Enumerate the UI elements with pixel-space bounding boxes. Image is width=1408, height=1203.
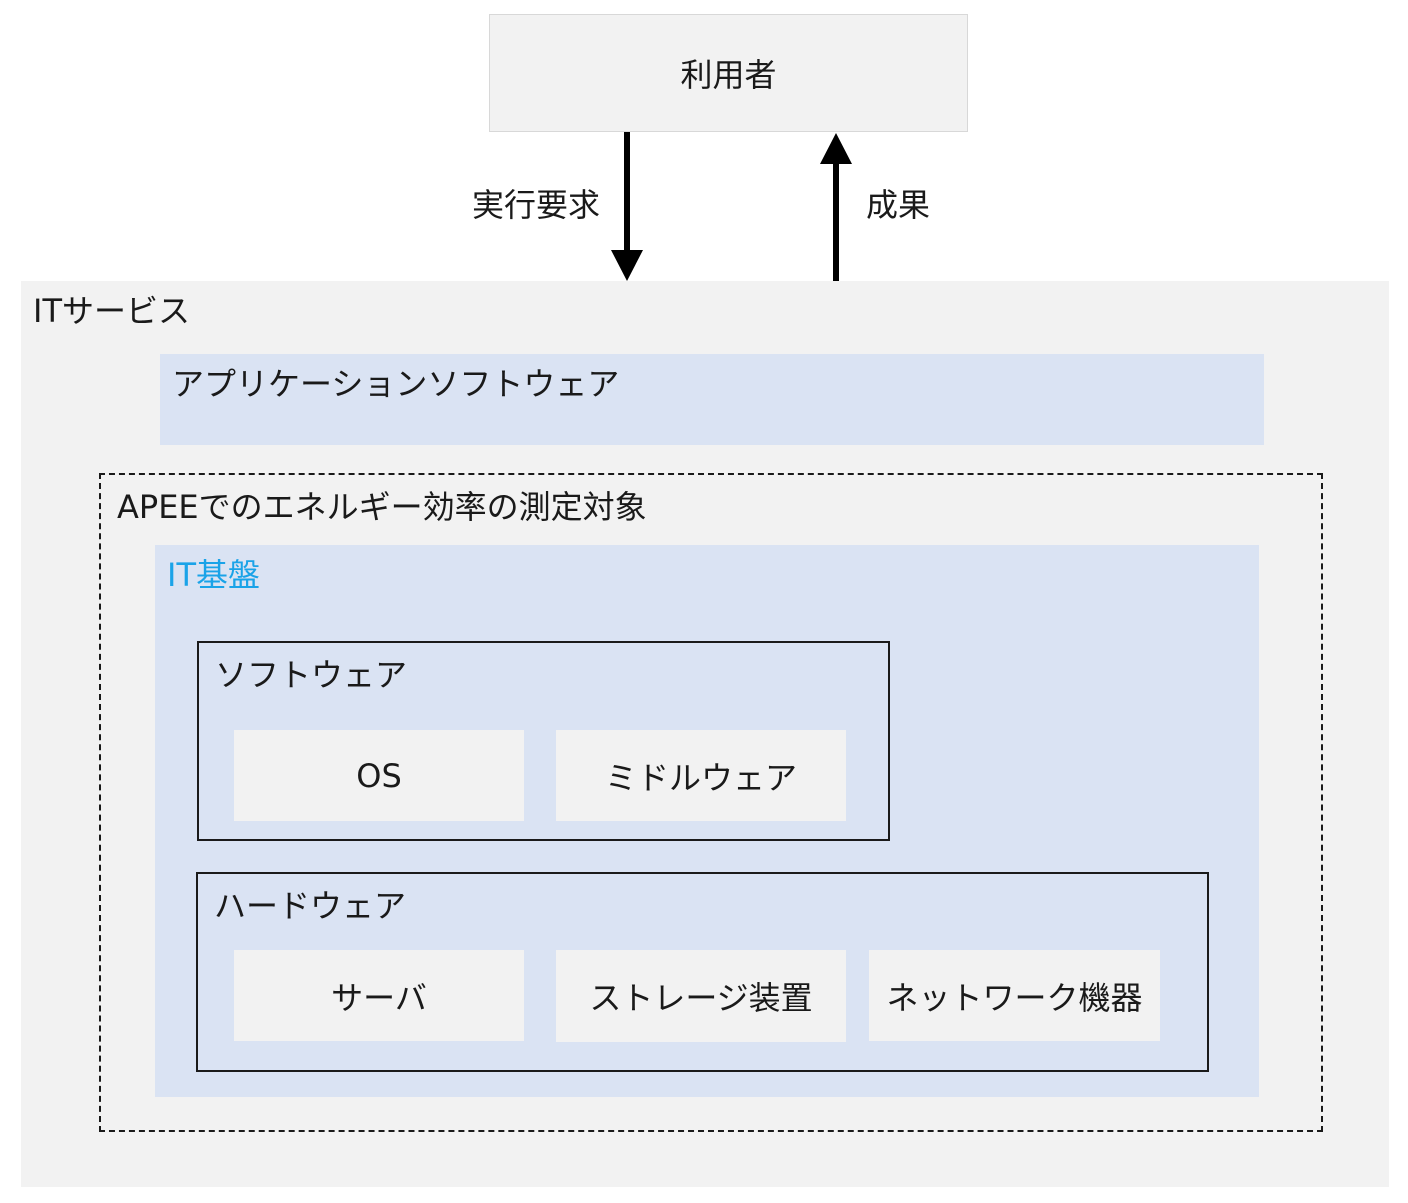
storage-node: ストレージ装置 — [556, 950, 846, 1042]
os-node: OS — [234, 730, 524, 821]
request-arrow-head — [611, 250, 643, 281]
hardware-group-label: ハードウェア — [214, 887, 407, 925]
request-arrow — [611, 132, 643, 281]
result-arrow-head — [820, 133, 852, 164]
application-software-label: アプリケーションソフトウェア — [172, 365, 620, 403]
measurement-scope-label: APEEでのエネルギー効率の測定対象 — [117, 488, 647, 526]
flow-arrows — [611, 132, 852, 281]
result-arrow-label: 成果 — [866, 186, 931, 224]
it-infrastructure-label: IT基盤 — [167, 556, 260, 594]
software-group-label: ソフトウェア — [215, 656, 408, 694]
result-arrow — [820, 133, 852, 281]
software-group: ソフトウェア — [197, 641, 890, 841]
server-label: サーバ — [331, 978, 427, 1017]
middleware-node: ミドルウェア — [556, 730, 846, 821]
request-arrow-label: 実行要求 — [472, 186, 601, 224]
storage-label: ストレージ装置 — [589, 979, 813, 1017]
user-node: 利用者 — [489, 14, 968, 132]
network-device-node: ネットワーク機器 — [869, 950, 1160, 1041]
network-device-label: ネットワーク機器 — [886, 978, 1143, 1017]
it-service-label: ITサービス — [33, 292, 190, 330]
middleware-label: ミドルウェア — [604, 758, 797, 797]
hardware-group: ハードウェア — [196, 872, 1209, 1072]
application-software-layer: アプリケーションソフトウェア — [160, 354, 1264, 445]
server-node: サーバ — [234, 950, 524, 1041]
user-label: 利用者 — [680, 56, 777, 94]
measurement-scope-boundary: APEEでのエネルギー効率の測定対象 — [99, 473, 1323, 1132]
os-label: OS — [356, 756, 402, 795]
